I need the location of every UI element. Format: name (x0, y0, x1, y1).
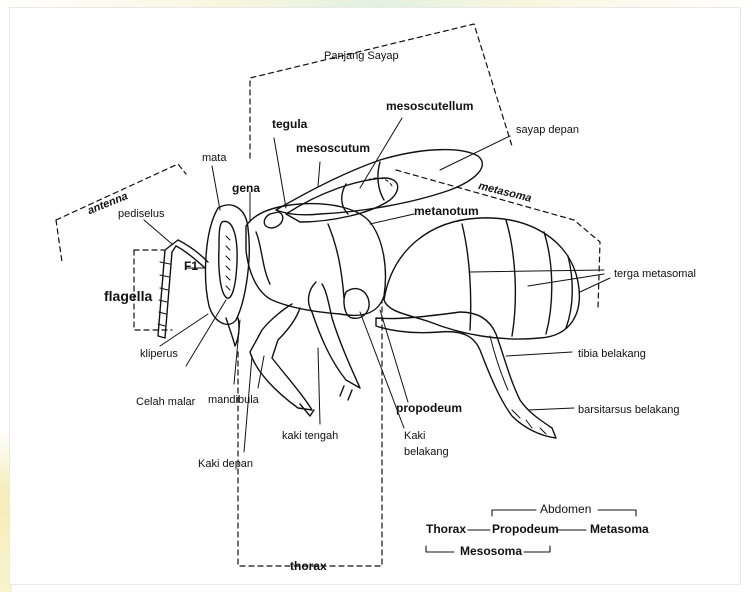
legend-thorax: Thorax (426, 523, 466, 535)
label-sayap-depan: sayap depan (516, 124, 579, 136)
label-mata: mata (202, 152, 226, 164)
label-kaki-depan: Kaki depan (198, 458, 253, 470)
label-barsitarsus-belakang: barsitarsus belakang (578, 404, 680, 416)
label-kaki-belakang-line1: Kaki (404, 430, 425, 442)
legend-propodeum: Propodeum (492, 523, 559, 535)
label-kliperus: kliperus (140, 348, 178, 360)
label-tibia-belakang: tibia belakang (578, 348, 646, 360)
legend-mesosoma: Mesosoma (460, 545, 522, 557)
label-gena: gena (232, 182, 260, 194)
label-flagella: flagella (104, 290, 152, 302)
label-kaki-belakang-line2: belakang (404, 446, 449, 458)
label-terga-metasomal: terga metasomal (614, 268, 696, 280)
label-pediselus: pediselus (118, 208, 164, 220)
label-tegula: tegula (272, 118, 307, 130)
label-thorax: thorax (290, 560, 327, 572)
label-propodeum: propodeum (396, 402, 462, 414)
label-mesoscutellum: mesoscutellum (386, 100, 473, 112)
label-metanotum: metanotum (414, 205, 479, 217)
legend-abdomen: Abdomen (540, 503, 591, 515)
label-mandibula: mandibula (208, 394, 259, 406)
legend-metasoma: Metasoma (590, 523, 649, 535)
label-kaki-tengah: kaki tengah (282, 430, 338, 442)
label-panjang-sayap: Panjang Sayap (324, 50, 399, 62)
label-mesoscutum: mesoscutum (296, 142, 370, 154)
label-f1: F1 (184, 260, 198, 272)
label-celah-malar: Celah malar (136, 396, 195, 408)
